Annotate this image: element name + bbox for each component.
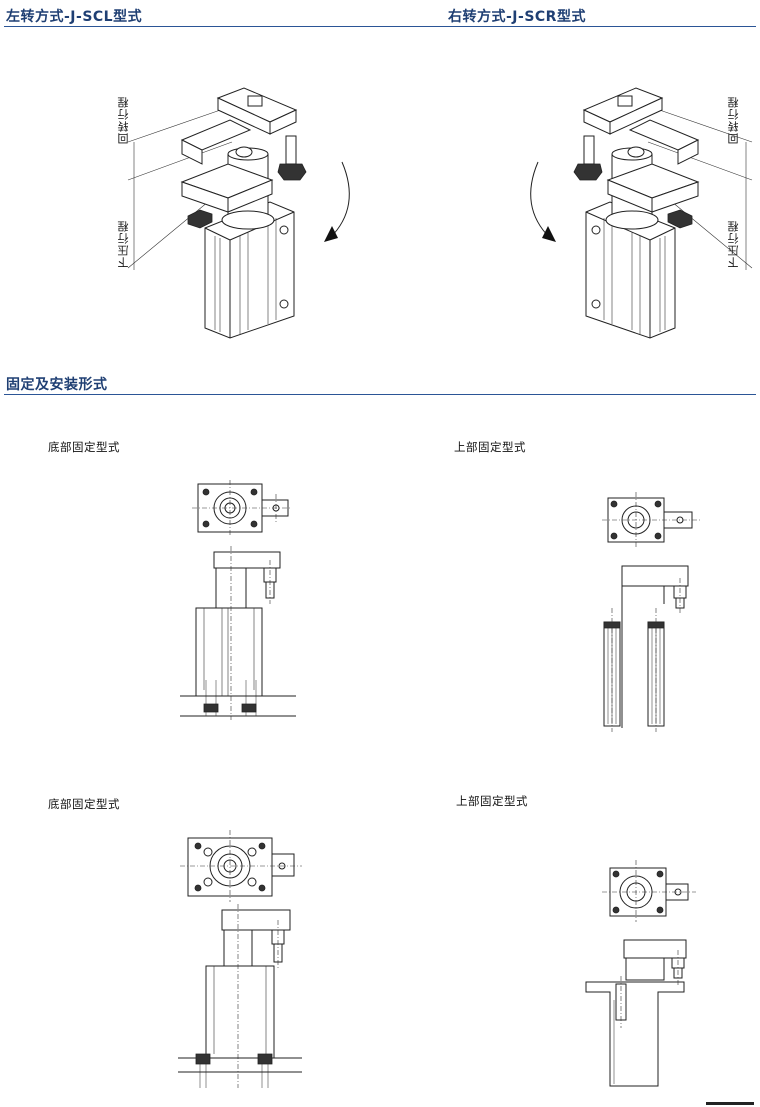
bottom-mount-1-drawing — [176, 480, 296, 720]
label-top-mount-1: 上部固定型式 — [454, 440, 526, 454]
label-bottom-mount-1: 底部固定型式 — [48, 440, 120, 454]
label-top-mount-2: 上部固定型式 — [456, 794, 528, 808]
top-mount-1-drawing — [596, 488, 706, 732]
bottom-mount-2-drawing — [178, 830, 308, 1090]
page-footer-bar — [706, 1102, 754, 1105]
label-bottom-mount-2: 底部固定型式 — [48, 797, 120, 811]
divider-mounting — [4, 394, 756, 395]
divider-top — [4, 26, 756, 27]
top-mount-2-drawing — [584, 860, 704, 1090]
heading-left-rotation: 左转方式-J-SCL型式 — [6, 9, 143, 25]
scl-cylinder-drawing — [120, 80, 360, 340]
heading-mounting: 固定及安装形式 — [6, 377, 108, 393]
scr-cylinder-drawing — [520, 80, 760, 340]
heading-right-rotation: 右转方式-J-SCR型式 — [448, 9, 586, 25]
